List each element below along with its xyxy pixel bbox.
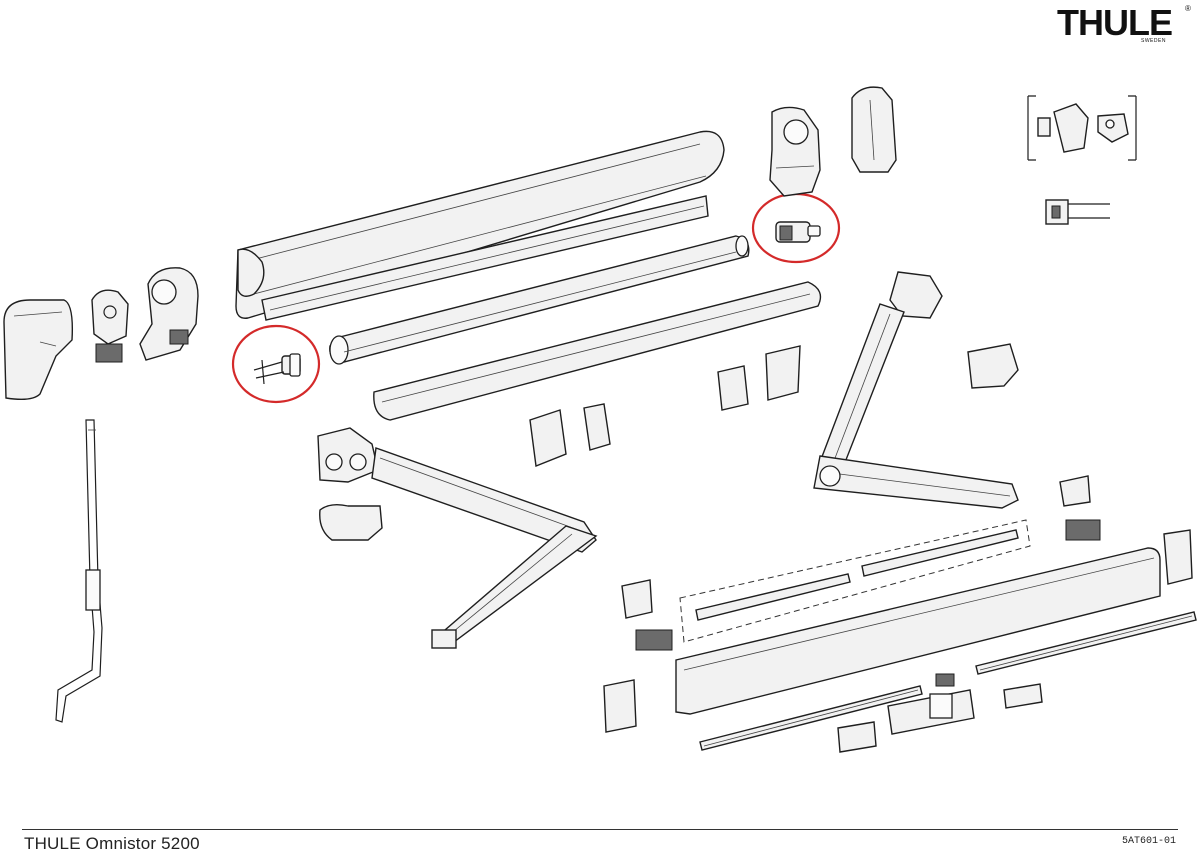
bottom-rails (699, 611, 1197, 751)
highlighted-connector-left (231, 324, 321, 404)
svg-text:THULE: THULE (1057, 2, 1172, 43)
right-gear-housing (769, 106, 821, 197)
diagram-code: 5AT601-01 (1121, 836, 1176, 847)
highlighted-connector-right (751, 192, 841, 264)
cassette-housing (235, 130, 725, 321)
small-clip (1045, 199, 1110, 225)
footer-title: THULE Omnistor 5200 (24, 834, 200, 853)
left-arm-assembly (317, 427, 598, 649)
left-end-cap (3, 299, 74, 401)
right-arm-cover (967, 343, 1019, 389)
bottom-brackets (837, 673, 1043, 753)
mid-brackets (529, 345, 801, 467)
roller-tube (329, 235, 750, 365)
front-lead-rail (675, 547, 1161, 715)
left-gear-housing (139, 267, 199, 361)
footer-divider (22, 829, 1178, 830)
right-clips (603, 475, 1193, 733)
right-arm-assembly (813, 271, 1019, 509)
inset-detail (1027, 95, 1137, 161)
tension-bars (679, 519, 1031, 643)
right-end-cap (851, 86, 897, 173)
lower-profile (373, 281, 822, 421)
left-arm-cover (319, 503, 383, 541)
svg-text:SWEDEN: SWEDEN (1141, 38, 1166, 44)
thule-logo: THULE ® SWEDEN (1057, 2, 1191, 44)
crank-handle (55, 419, 103, 723)
svg-text:®: ® (1185, 4, 1191, 13)
left-bracket-plate (91, 289, 129, 363)
